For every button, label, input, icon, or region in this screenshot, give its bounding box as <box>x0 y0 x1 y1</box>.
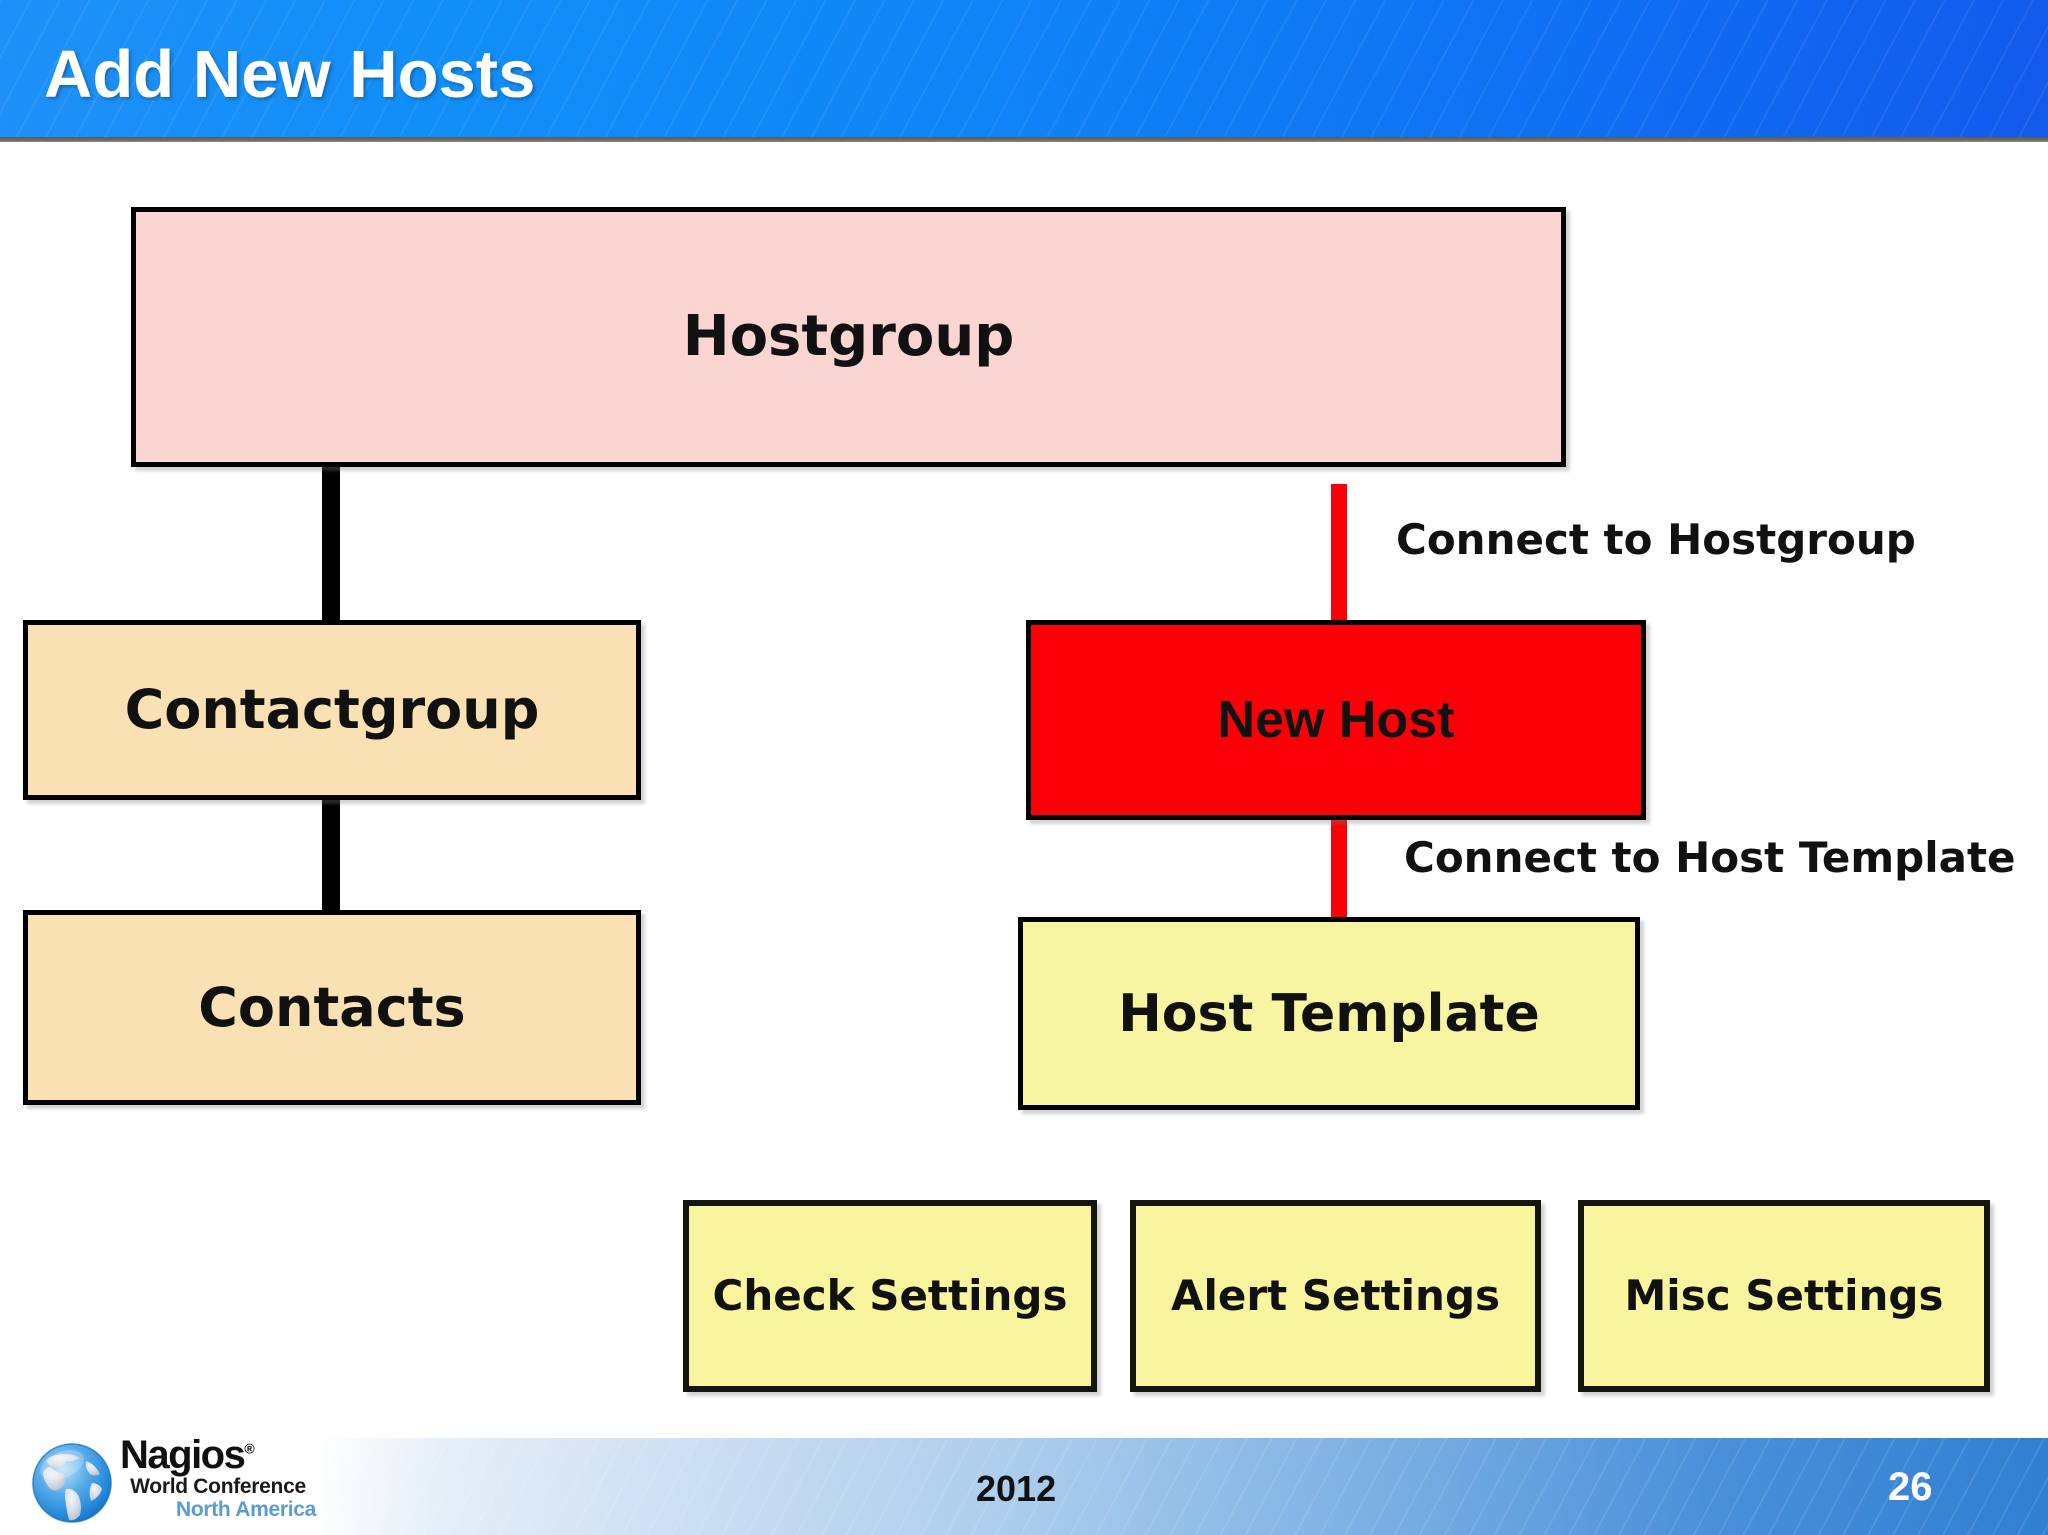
page-title: Add New Hosts <box>44 37 536 112</box>
node-contacts-label: Contacts <box>198 975 466 1039</box>
connector-hostgroup-to-newhost <box>1331 484 1347 622</box>
node-check-settings[interactable]: Check Settings <box>683 1200 1097 1392</box>
node-new-host-label: New Host <box>1217 691 1455 749</box>
slide-footer-bar <box>324 1438 2048 1535</box>
connector-label-connect-to-hostgroup: Connect to Hostgroup <box>1396 515 1916 564</box>
node-host-template[interactable]: Host Template <box>1018 917 1640 1110</box>
header-underline <box>0 137 2048 142</box>
footer-year: 2012 <box>976 1468 1057 1509</box>
node-alert-settings-label: Alert Settings <box>1170 1271 1501 1320</box>
node-hostgroup[interactable]: Hostgroup <box>131 207 1566 467</box>
node-new-host[interactable]: New Host <box>1026 620 1646 820</box>
node-alert-settings[interactable]: Alert Settings <box>1130 1200 1541 1392</box>
node-misc-settings[interactable]: Misc Settings <box>1578 1200 1990 1392</box>
registered-trademark-icon: ® <box>244 1440 254 1457</box>
logo-text-block: Nagios® World Conference North America <box>120 1433 324 1522</box>
logo-line-world-conference: World Conference <box>130 1475 306 1499</box>
globe-icon <box>32 1443 112 1523</box>
connector-contactgroup-to-contacts <box>322 798 340 912</box>
node-contactgroup-label: Contactgroup <box>124 678 540 741</box>
node-hostgroup-label: Hostgroup <box>682 304 1015 369</box>
logo-brand-name: Nagios® <box>120 1433 255 1477</box>
node-contactgroup[interactable]: Contactgroup <box>23 620 641 800</box>
slide-page-number: 26 <box>1888 1465 1933 1509</box>
logo-line-north-america: North America <box>175 1498 316 1522</box>
node-check-settings-label: Check Settings <box>712 1271 1068 1320</box>
slide-header-bar <box>0 0 2048 137</box>
connector-newhost-to-hosttemplate <box>1331 818 1347 919</box>
node-misc-settings-label: Misc Settings <box>1624 1271 1944 1320</box>
node-host-template-label: Host Template <box>1118 983 1540 1044</box>
connector-label-connect-to-host-template: Connect to Host Template <box>1404 833 2016 882</box>
logo-brand-word: Nagios <box>120 1433 246 1477</box>
connector-hostgroup-to-contactgroup <box>322 467 340 622</box>
node-contacts[interactable]: Contacts <box>23 910 641 1105</box>
nagios-conference-logo: Nagios® World Conference North America <box>28 1432 324 1532</box>
